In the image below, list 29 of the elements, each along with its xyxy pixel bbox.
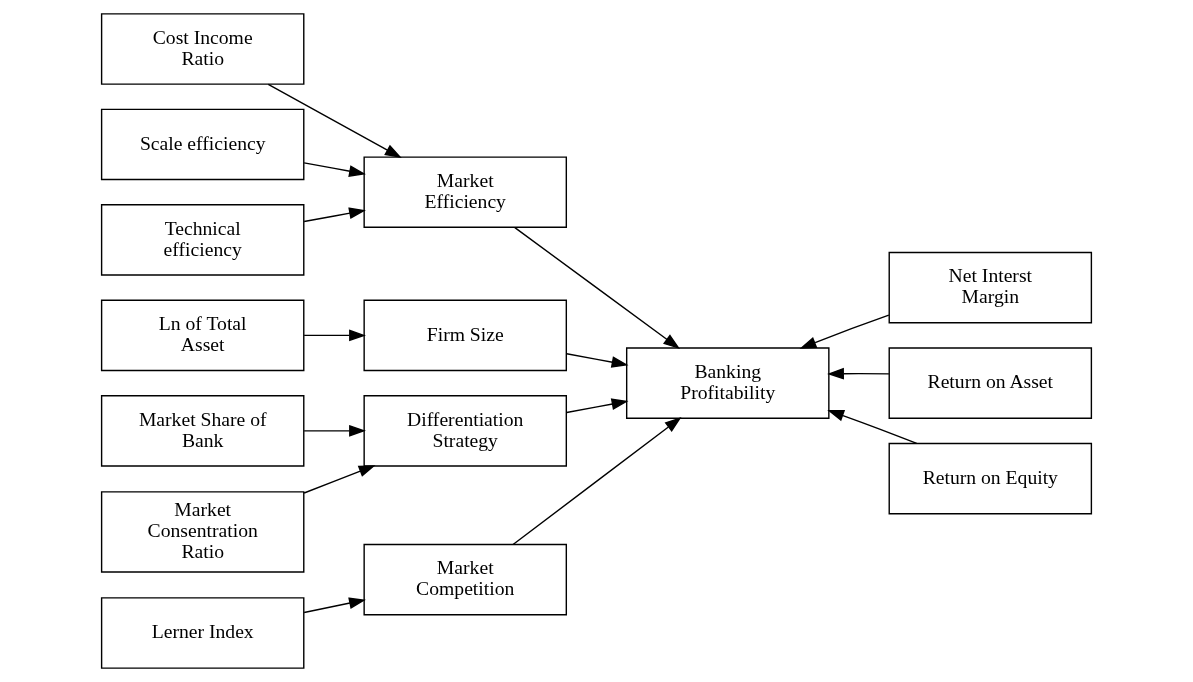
arrow [565,398,629,414]
node-box: Lerner Index [100,597,305,669]
arrow [827,367,890,380]
node-box: Differentiation Strategy [363,395,568,467]
arrow [799,314,890,349]
arrow [303,329,366,342]
arrow [267,83,402,158]
node-box: Market Efficiency [363,156,568,228]
node-box: Scale efficiency [100,108,305,181]
arrow [303,465,376,494]
arrow [512,417,682,546]
arrow [827,409,918,445]
node-box: Technical efficiency [100,204,305,276]
arrow [565,353,629,368]
node-box: Banking Profitability [625,347,830,419]
arrow [514,226,681,350]
node-box: Market Consentration Ratio [100,491,305,573]
arrow [303,162,366,177]
node-box: Market Competition [363,543,568,616]
node-box: Return on Equity [888,442,1093,515]
arrow [303,597,366,614]
node-box: Net Interst Margin [888,251,1093,324]
node-box: Ln of Total Asset [100,299,305,372]
arrow [303,424,366,437]
arrow [303,207,366,223]
node-box: Firm Size [363,299,568,372]
node-box: Cost Income Ratio [100,13,305,85]
node-box: Market Share of Bank [100,395,305,467]
node-box: Return on Asset [888,347,1093,419]
